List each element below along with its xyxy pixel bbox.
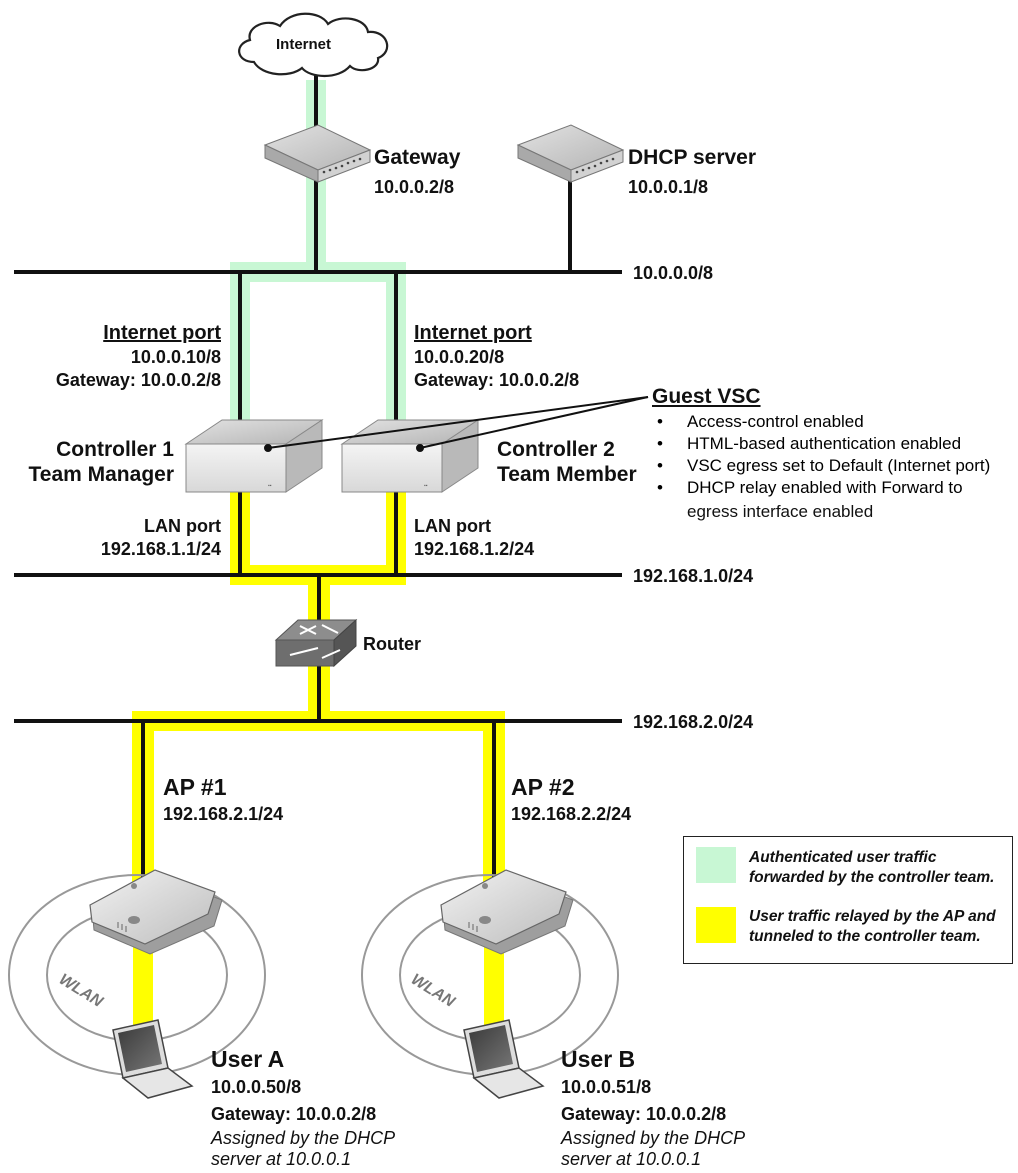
controller1-internet-port-gateway: Gateway: 10.0.0.2/8	[0, 369, 221, 391]
legend-authenticated-swatch	[696, 847, 736, 883]
guest-vsc-title: Guest VSC	[652, 385, 761, 409]
controller1-name-line1: Controller 1	[0, 438, 174, 462]
dhcp-server-icon	[518, 125, 623, 182]
controller2-internet-port-title: Internet port	[414, 322, 532, 344]
lan-network-line	[14, 573, 622, 577]
guest-vsc-feature-continuation: egress interface enabled	[687, 501, 873, 522]
user-a-note-line1: Assigned by the DHCP	[211, 1128, 395, 1149]
wlan-label-ap1: WLAN	[56, 971, 106, 1011]
controller1-lan-port-ip: 192.168.1.1/24	[0, 538, 221, 560]
legend-relayed-swatch	[696, 907, 736, 943]
user-a-name: User A	[211, 1047, 284, 1071]
ap2-device-icon	[441, 870, 573, 954]
dhcp-server-name: DHCP server	[628, 146, 756, 170]
controller2-name-line1: Controller 2	[497, 438, 615, 462]
router-icon	[276, 620, 356, 666]
controller2-lan-port-ip: 192.168.1.2/24	[414, 538, 534, 560]
controller2-lan-port-title: LAN port	[414, 515, 491, 537]
ap2-ip: 192.168.2.2/24	[511, 803, 631, 825]
user-b-laptop-icon	[464, 1020, 543, 1098]
user-b-note-line2: server at 10.0.0.1	[561, 1149, 701, 1170]
ap1-device-icon	[90, 870, 222, 954]
lan-network-label: 192.168.1.0/24	[633, 565, 753, 587]
svg-text:▪▪: ▪▪	[268, 483, 272, 489]
ap1-name: AP #1	[163, 775, 227, 799]
user-b-gateway: Gateway: 10.0.0.2/8	[561, 1103, 726, 1125]
ap2-name: AP #2	[511, 775, 575, 799]
guest-vsc-feature-list: Access-control enabled HTML-based authen…	[655, 411, 990, 499]
gateway-device-icon	[265, 125, 370, 182]
controller1-internet-port-ip: 10.0.0.10/8	[0, 346, 221, 368]
dhcp-server-ip: 10.0.0.1/8	[628, 176, 708, 198]
guest-vsc-feature: VSC egress set to Default (Internet port…	[687, 455, 990, 477]
guest-vsc-feature: DHCP relay enabled with Forward to	[687, 477, 990, 499]
controller2-internet-port-gateway: Gateway: 10.0.0.2/8	[414, 369, 579, 391]
gateway-name: Gateway	[374, 146, 460, 170]
legend-authenticated-line2: forwarded by the controller team.	[749, 868, 994, 888]
controller2-internet-port-ip: 10.0.0.20/8	[414, 346, 504, 368]
internet-label: Internet	[276, 36, 331, 53]
user-a-laptop-icon	[113, 1020, 192, 1098]
wan-network-line	[14, 270, 622, 274]
ap1-ip: 192.168.2.1/24	[163, 803, 283, 825]
guest-vsc-feature: Access-control enabled	[687, 411, 990, 433]
user-b-name: User B	[561, 1047, 635, 1071]
svg-text:▪▪: ▪▪	[424, 483, 428, 489]
controller2-name-line2: Team Member	[497, 463, 637, 487]
controller1-name-line2: Team Manager	[0, 463, 174, 487]
controller2-device-icon: ▪▪	[342, 420, 478, 492]
controller1-internet-port-title: Internet port	[0, 322, 221, 344]
router-label: Router	[363, 633, 421, 655]
gateway-ip: 10.0.0.2/8	[374, 176, 454, 198]
user-b-ip: 10.0.0.51/8	[561, 1076, 651, 1098]
ap-network-line	[14, 719, 622, 723]
legend: Authenticated user traffic forwarded by …	[683, 836, 1013, 964]
user-a-gateway: Gateway: 10.0.0.2/8	[211, 1103, 376, 1125]
user-a-ip: 10.0.0.50/8	[211, 1076, 301, 1098]
legend-relayed-line1: User traffic relayed by the AP and	[749, 907, 996, 927]
guest-vsc-feature: HTML-based authentication enabled	[687, 433, 990, 455]
controller1-lan-port-title: LAN port	[0, 515, 221, 537]
ap-network-label: 192.168.2.0/24	[633, 711, 753, 733]
controller1-device-icon: ▪▪	[186, 420, 322, 492]
legend-authenticated-line1: Authenticated user traffic	[749, 848, 936, 868]
legend-relayed-line2: tunneled to the controller team.	[749, 927, 981, 947]
user-b-note-line1: Assigned by the DHCP	[561, 1128, 745, 1149]
user-a-note-line2: server at 10.0.0.1	[211, 1149, 351, 1170]
wlan-label-ap2: WLAN	[408, 971, 458, 1011]
wan-network-label: 10.0.0.0/8	[633, 262, 713, 284]
